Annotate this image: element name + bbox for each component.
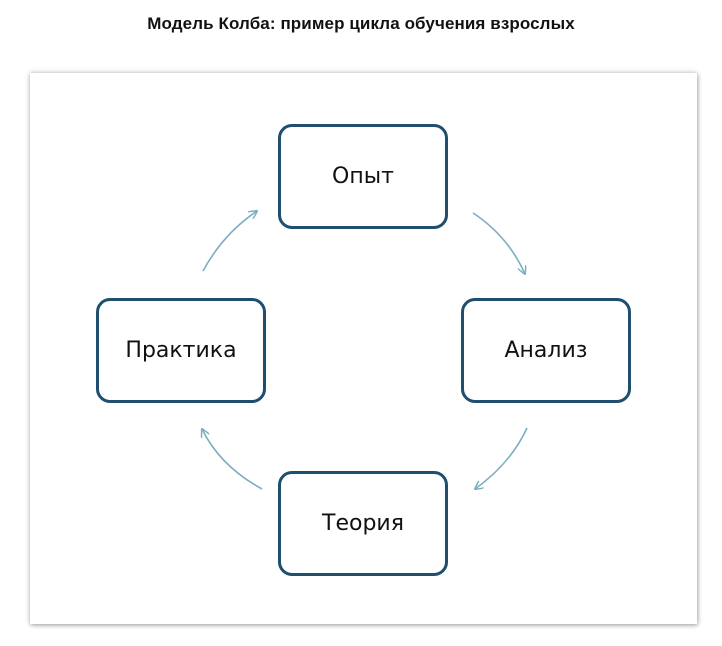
node-theory-label: Теория <box>322 511 404 536</box>
arrow-experience-to-analysis <box>472 212 525 274</box>
node-analysis-label: Анализ <box>504 338 588 363</box>
node-experience-label: Опыт <box>332 164 394 189</box>
node-practice-label: Практика <box>125 338 237 363</box>
arrow-practice-to-experience <box>202 211 257 272</box>
arrow-analysis-to-theory <box>475 427 528 489</box>
page-title: Модель Колба: пример цикла обучения взро… <box>147 14 575 33</box>
node-practice: Практика <box>96 298 266 403</box>
node-theory: Теория <box>278 471 448 576</box>
node-experience: Опыт <box>278 124 448 229</box>
arrow-theory-to-practice <box>202 429 263 490</box>
cycle-arrows <box>30 73 528 624</box>
node-analysis: Анализ <box>461 298 631 403</box>
diagram-panel: Опыт Анализ Теория Практика <box>30 73 697 624</box>
